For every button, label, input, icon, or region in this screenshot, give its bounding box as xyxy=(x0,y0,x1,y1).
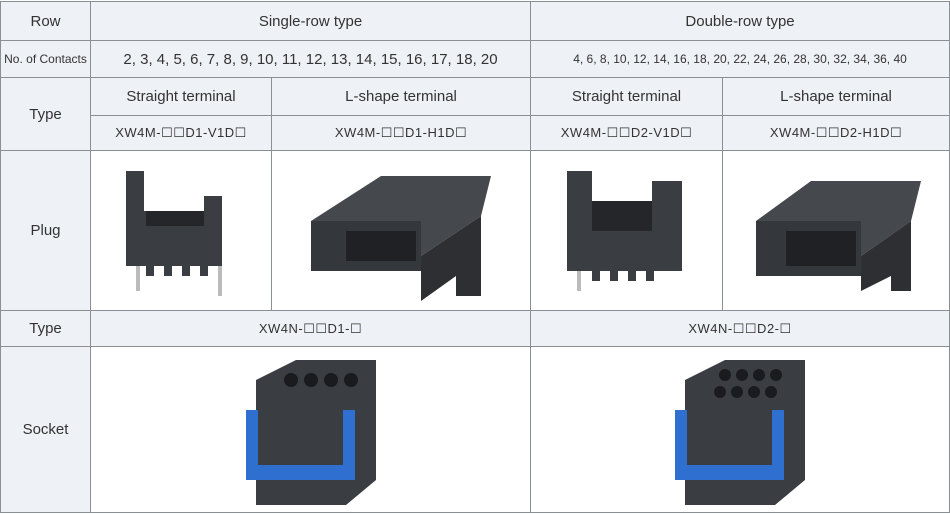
plug-image-double-straight xyxy=(530,150,724,311)
terminal-type: Straight terminal xyxy=(530,77,724,116)
socket-image-single xyxy=(89,346,532,513)
plug-image-double-lshape xyxy=(722,150,950,311)
single-row-header: Single-row type xyxy=(89,1,532,41)
model-code: XW4M-☐☐D2-V1D☐ xyxy=(530,115,724,151)
plug-label: Plug xyxy=(0,150,91,311)
model-code: XW4M-☐☐D1-H1D☐ xyxy=(270,115,532,151)
terminal-type: Straight terminal xyxy=(90,77,272,116)
plug-image-single-lshape xyxy=(270,150,532,311)
row-label: Row xyxy=(0,1,91,41)
terminal-type: L-shape terminal xyxy=(722,77,950,116)
socket-code-single: XW4N-☐☐D1-☐ xyxy=(89,310,532,347)
socket-type-label: Type xyxy=(0,310,91,347)
contacts-label: No. of Contacts xyxy=(0,40,91,78)
type-label: Type xyxy=(0,77,91,151)
plug-image-single-straight xyxy=(90,150,272,311)
model-code: XW4M-☐☐D2-H1D☐ xyxy=(722,115,950,151)
model-code: XW4M-☐☐D1-V1D☐ xyxy=(90,115,272,151)
socket-image-double xyxy=(530,346,950,513)
socket-label: Socket xyxy=(0,346,91,513)
single-contacts: 2, 3, 4, 5, 6, 7, 8, 9, 10, 11, 12, 13, … xyxy=(89,40,532,78)
terminal-type: L-shape terminal xyxy=(270,77,532,116)
double-contacts: 4, 6, 8, 10, 12, 14, 16, 18, 20, 22, 24,… xyxy=(530,40,950,78)
socket-code-double: XW4N-☐☐D2-☐ xyxy=(530,310,950,347)
double-row-header: Double-row type xyxy=(530,1,950,41)
